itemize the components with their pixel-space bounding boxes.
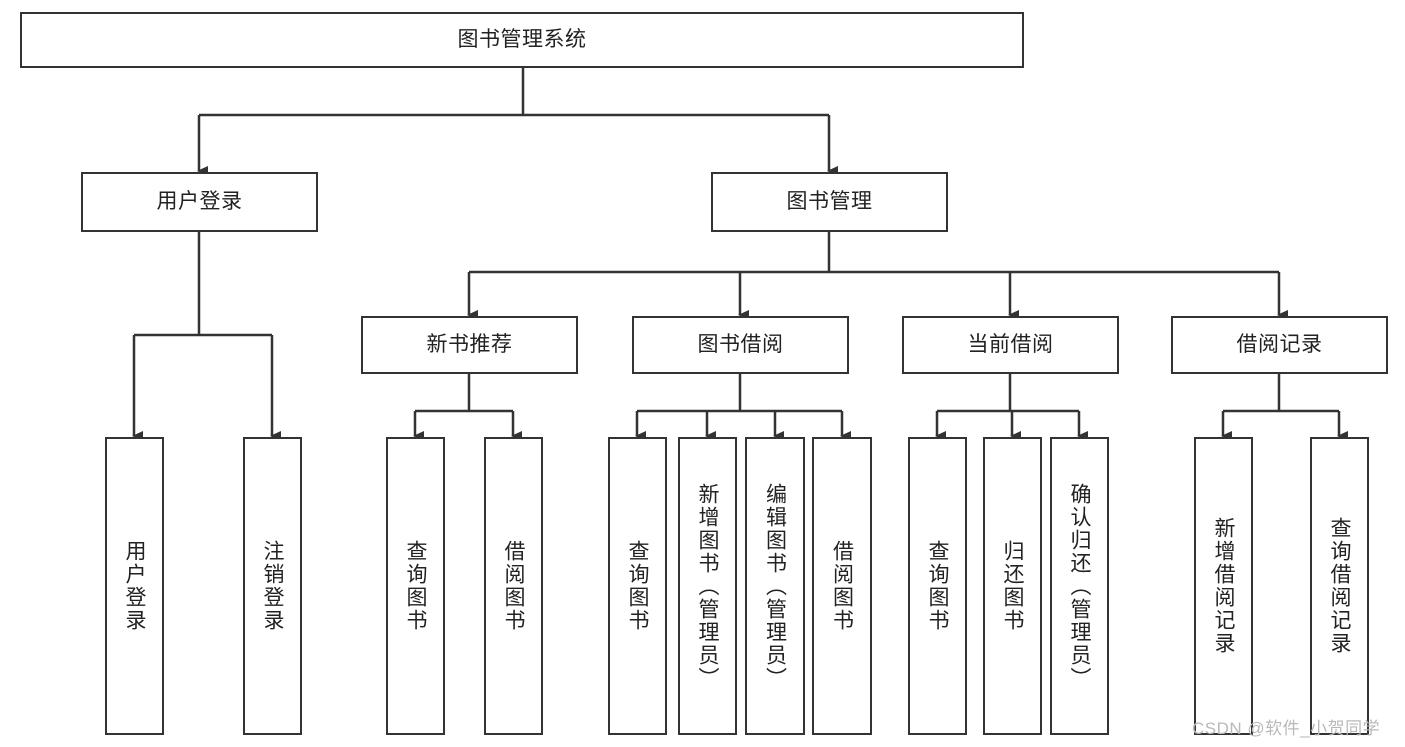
node-book-borrow[interactable]: 图书借阅 xyxy=(632,316,849,374)
node-leaf-confirm-return-label: 确认归还（管理员） xyxy=(1068,482,1091,690)
node-leaf-add-book-label: 新增图书（管理员） xyxy=(696,482,719,690)
node-user-login-label: 用户登录 xyxy=(156,190,243,214)
node-leaf-query-book-2[interactable]: 查询图书 xyxy=(608,437,667,735)
node-leaf-add-record-label: 新增借阅记录 xyxy=(1212,517,1235,655)
node-user-login[interactable]: 用户登录 xyxy=(81,172,318,232)
node-leaf-query-book-2-label: 查询图书 xyxy=(626,540,649,632)
node-leaf-borrow-book-2-label: 借阅图书 xyxy=(830,540,854,632)
node-new-book-rec-label: 新书推荐 xyxy=(426,333,513,357)
node-leaf-user-login-label: 用户登录 xyxy=(123,540,146,632)
node-leaf-query-book-3[interactable]: 查询图书 xyxy=(908,437,967,735)
node-leaf-add-record[interactable]: 新增借阅记录 xyxy=(1194,437,1253,735)
node-leaf-query-record[interactable]: 查询借阅记录 xyxy=(1310,437,1369,735)
node-leaf-query-record-label: 查询借阅记录 xyxy=(1328,517,1351,655)
node-leaf-borrow-book-2[interactable]: 借阅图书 xyxy=(812,437,872,735)
node-leaf-add-book[interactable]: 新增图书（管理员） xyxy=(678,437,737,735)
node-new-book-rec[interactable]: 新书推荐 xyxy=(361,316,578,374)
node-leaf-user-logout[interactable]: 注销登录 xyxy=(243,437,302,735)
node-book-borrow-label: 图书借阅 xyxy=(697,333,784,357)
node-borrow-record-label: 借阅记录 xyxy=(1236,333,1323,357)
node-borrow-record[interactable]: 借阅记录 xyxy=(1171,316,1388,374)
node-book-manage[interactable]: 图书管理 xyxy=(711,172,948,232)
node-leaf-user-login[interactable]: 用户登录 xyxy=(105,437,164,735)
node-leaf-query-book-1-label: 查询图书 xyxy=(404,540,427,632)
node-leaf-return-book[interactable]: 归还图书 xyxy=(983,437,1042,735)
node-root-label: 图书管理系统 xyxy=(457,28,587,52)
node-leaf-edit-book-label: 编辑图书（管理员） xyxy=(763,482,787,690)
node-current-borrow[interactable]: 当前借阅 xyxy=(902,316,1119,374)
node-leaf-user-logout-label: 注销登录 xyxy=(261,540,284,632)
node-root[interactable]: 图书管理系统 xyxy=(20,12,1024,68)
node-leaf-query-book-1[interactable]: 查询图书 xyxy=(386,437,445,735)
csdn-watermark: CSDN @软件_小贺同学 xyxy=(1192,719,1381,738)
node-book-manage-label: 图书管理 xyxy=(786,190,873,214)
node-current-borrow-label: 当前借阅 xyxy=(967,333,1054,357)
node-leaf-confirm-return[interactable]: 确认归还（管理员） xyxy=(1050,437,1109,735)
node-leaf-borrow-book-1[interactable]: 借阅图书 xyxy=(484,437,543,735)
node-leaf-return-book-label: 归还图书 xyxy=(1001,540,1024,632)
node-leaf-query-book-3-label: 查询图书 xyxy=(926,540,949,632)
node-leaf-borrow-book-1-label: 借阅图书 xyxy=(502,540,525,632)
node-leaf-edit-book[interactable]: 编辑图书（管理员） xyxy=(745,437,805,735)
